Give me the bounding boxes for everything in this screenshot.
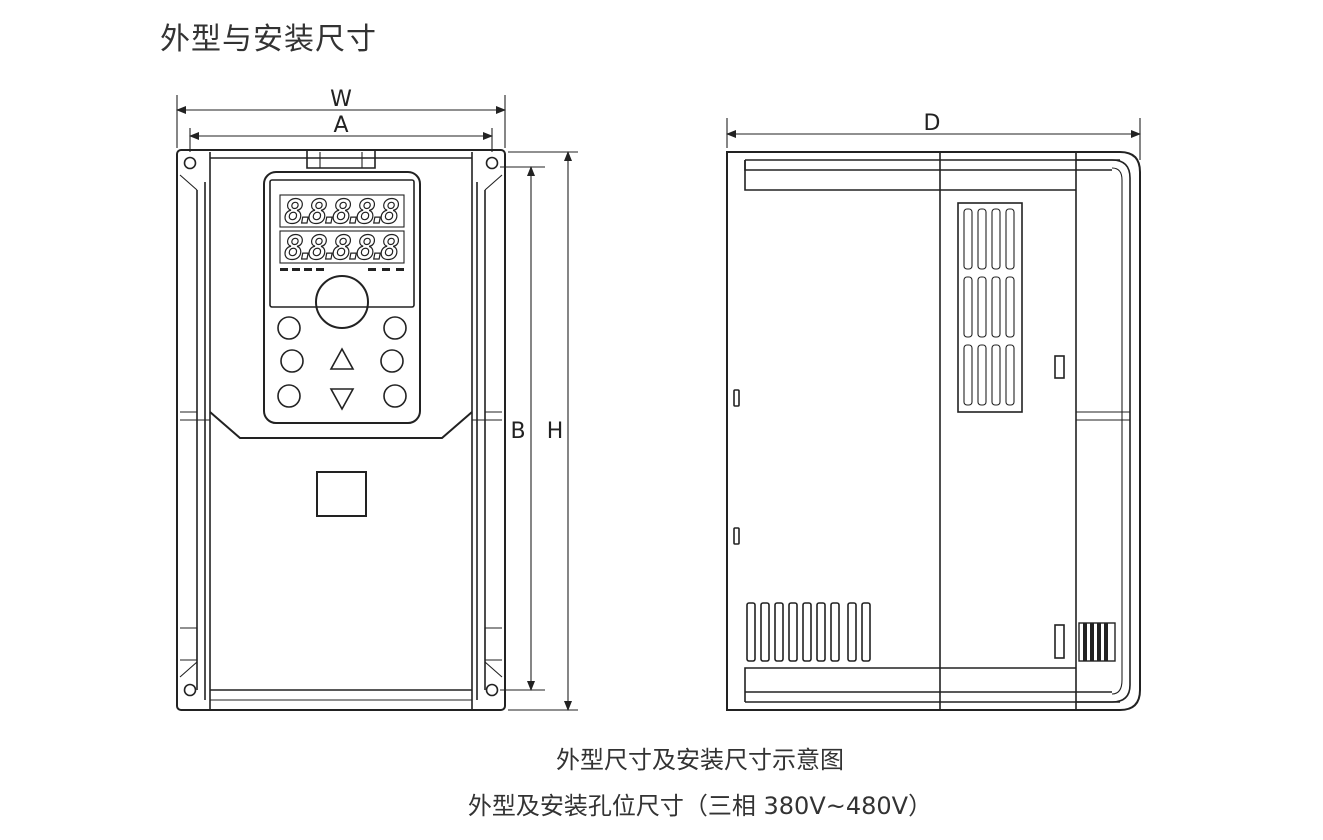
keypad-panel	[263, 171, 421, 424]
side-clip-lower	[733, 527, 740, 545]
keypad-button-3	[280, 349, 304, 373]
down-arrow-icon	[329, 388, 355, 411]
dimension-w: W	[176, 87, 506, 148]
led-indicators	[280, 268, 404, 271]
keypad-button-6	[383, 384, 407, 408]
lower-vent-slots	[746, 602, 871, 662]
mount-hole-bottom-right-icon	[485, 683, 499, 697]
mount-hole-top-right-icon	[485, 156, 499, 170]
side-latch-lower	[1054, 624, 1065, 659]
display-window	[269, 179, 415, 308]
dimension-h: H	[508, 151, 578, 711]
up-arrow-icon	[329, 347, 355, 370]
dimension-d: D	[726, 111, 1141, 160]
front-outer-body	[176, 149, 506, 711]
display-line-2: 8.8.8.8.8	[284, 228, 400, 267]
page-title: 外型与安装尺寸	[160, 22, 377, 57]
label-window	[316, 471, 367, 517]
keypad-button-2	[383, 316, 407, 340]
caption-diagram: 外型尺寸及安装尺寸示意图	[556, 746, 844, 774]
front-view: W A B H	[176, 87, 578, 711]
display-line-2-frame	[279, 230, 405, 264]
display-line-1: 8.8.8.8.8	[284, 192, 400, 231]
display-line-1-frame	[279, 194, 405, 228]
dimension-a: A	[189, 113, 493, 152]
dimension-b-label: B	[510, 419, 525, 444]
keypad-button-5	[277, 384, 301, 408]
mount-hole-bottom-left-icon	[183, 683, 197, 697]
dimension-d-label: D	[924, 111, 941, 136]
dimension-w-label: W	[330, 87, 352, 112]
keypad-bezel	[209, 411, 473, 439]
keypad-button-1	[277, 316, 301, 340]
side-latch-upper	[1054, 355, 1065, 379]
side-view: D	[726, 111, 1141, 711]
fan-ribs	[1078, 622, 1116, 662]
dimension-a-label: A	[333, 113, 348, 138]
side-outer-body	[726, 151, 1141, 711]
keypad-button-4	[380, 349, 404, 373]
upper-vent-grille	[957, 202, 1023, 413]
side-clip-upper	[733, 389, 740, 407]
potentiometer-knob	[315, 275, 369, 329]
dimension-b: B	[500, 166, 545, 691]
upper-vent-slots	[963, 208, 1015, 406]
caption-dimensions: 外型及安装孔位尺寸（三相 380V~480V）	[467, 792, 933, 820]
mount-hole-top-left-icon	[183, 156, 197, 170]
dimension-h-label: H	[547, 419, 564, 444]
